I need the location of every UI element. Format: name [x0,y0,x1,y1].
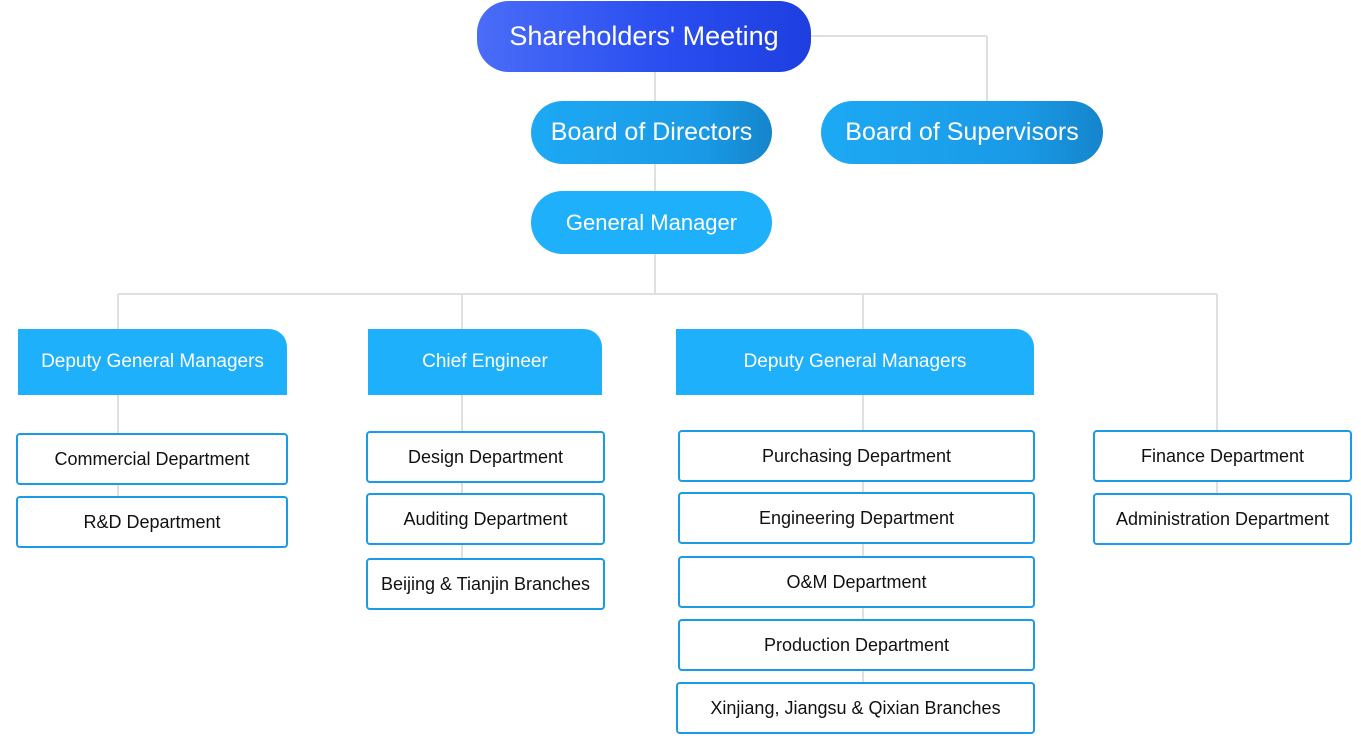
department-label: Purchasing Department [761,445,952,466]
department-box: Design Department [366,431,605,483]
department-label: Beijing & Tianjin Branches [380,573,591,594]
group-head-deputy-gm-1: Deputy General Managers [18,329,287,395]
department-box: Finance Department [1093,430,1352,482]
department-label: Xinjiang, Jiangsu & Qixian Branches [710,697,1001,718]
group-head-chief-engineer: Chief Engineer [368,329,602,395]
department-label: O&M Department [786,571,927,592]
department-label: Auditing Department [403,508,568,529]
board-of-supervisors-label: Board of Supervisors [845,118,1079,146]
shareholders-meeting-label: Shareholders' Meeting [509,21,779,51]
group-head-label: Chief Engineer [422,351,548,372]
department-box: Xinjiang, Jiangsu & Qixian Branches [676,682,1035,734]
group-head-label: Deputy General Managers [41,351,264,372]
board-of-directors-node: Board of Directors [531,101,772,164]
general-manager-label: General Manager [565,209,738,235]
department-box: Administration Department [1093,493,1352,545]
department-box: Beijing & Tianjin Branches [366,558,605,610]
department-box: Production Department [678,619,1035,671]
department-label: R&D Department [83,511,221,532]
department-box: Engineering Department [678,492,1035,544]
group-head-label: Deputy General Managers [743,351,967,372]
department-label: Design Department [407,446,564,467]
board-of-directors-label: Board of Directors [550,118,753,146]
shareholders-meeting-node: Shareholders' Meeting [477,1,811,72]
department-box: Purchasing Department [678,430,1035,482]
department-box: Auditing Department [366,493,605,545]
group-head-deputy-gm-2: Deputy General Managers [676,329,1034,395]
board-of-supervisors-node: Board of Supervisors [821,101,1103,164]
department-box: R&D Department [16,496,288,548]
department-label: Engineering Department [758,507,955,528]
department-box: O&M Department [678,556,1035,608]
department-label: Administration Department [1115,508,1330,529]
general-manager-node: General Manager [531,191,772,254]
department-label: Finance Department [1140,445,1305,466]
department-box: Commercial Department [16,433,288,485]
department-label: Production Department [763,634,950,655]
department-label: Commercial Department [54,448,250,469]
